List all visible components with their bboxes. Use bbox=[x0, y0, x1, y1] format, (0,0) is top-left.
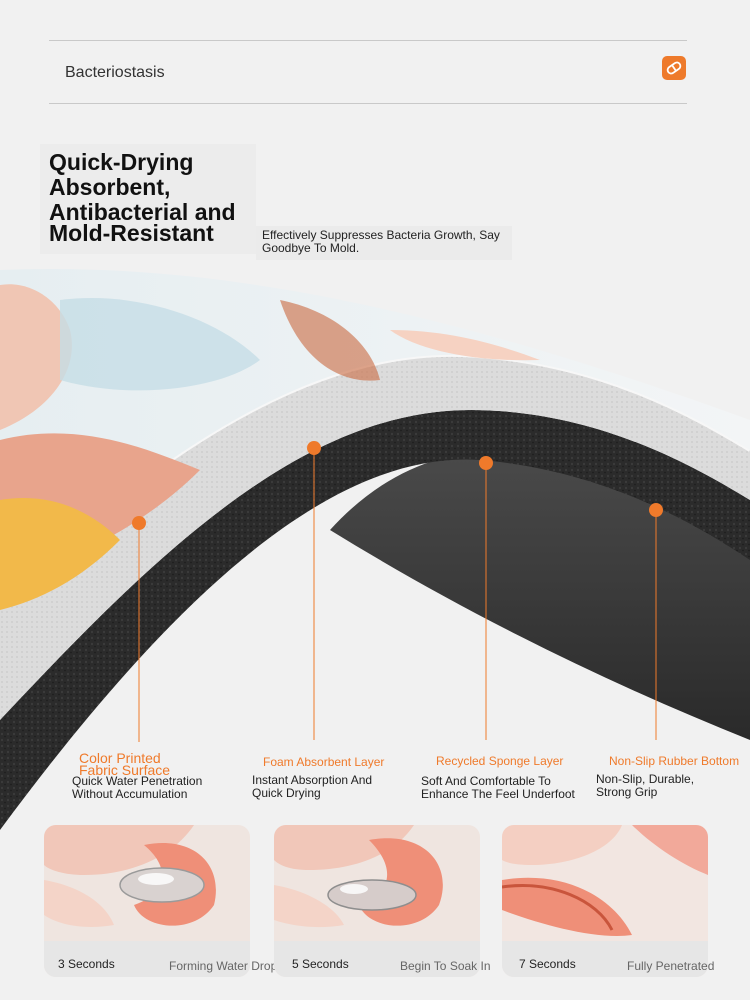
stage-caption: Forming Water Droplets bbox=[169, 959, 296, 973]
stage-time: 3 Seconds bbox=[58, 957, 115, 971]
layer-title-fabric: Color Printed Fabric Surface bbox=[79, 750, 171, 778]
stage-card-soak bbox=[274, 825, 480, 977]
subtitle: Effectively Suppresses Bacteria Growth, … bbox=[262, 228, 500, 255]
pill-capsule-icon bbox=[662, 56, 686, 80]
bottom-divider bbox=[49, 103, 687, 104]
stage-caption: Begin To Soak In bbox=[400, 959, 491, 973]
page-title: Quick-Drying Absorbent, Antibacterial an… bbox=[49, 150, 236, 246]
layer-title-sponge: Recycled Sponge Layer bbox=[436, 754, 564, 768]
layer-title-foam: Foam Absorbent Layer bbox=[263, 755, 385, 769]
layer-desc-rubber: Non-Slip, Durable, Strong Grip bbox=[596, 772, 695, 799]
title-line: Antibacterial and bbox=[49, 199, 236, 225]
headline-backdrop bbox=[40, 144, 256, 254]
layer-desc-fabric: Quick Water Penetration Without Accumula… bbox=[72, 774, 203, 801]
stage-card-droplets bbox=[44, 825, 250, 977]
feature-label: Bacteriostasis bbox=[65, 64, 165, 81]
title-line: Quick-Drying bbox=[49, 149, 194, 175]
stage-card-penetrated bbox=[502, 825, 708, 977]
stage-time: 5 Seconds bbox=[292, 957, 349, 971]
mat-layers-illustration bbox=[0, 268, 750, 830]
title-line: Mold-Resistant bbox=[49, 220, 214, 246]
title-line: Absorbent, bbox=[49, 174, 171, 200]
stage-time: 7 Seconds bbox=[519, 957, 576, 971]
subtext-backdrop bbox=[256, 226, 512, 260]
top-divider bbox=[49, 40, 687, 41]
layer-title-rubber: Non-Slip Rubber Bottom bbox=[609, 754, 740, 768]
stage-caption: Fully Penetrated bbox=[627, 959, 715, 973]
layer-desc-sponge: Soft And Comfortable To Enhance The Feel… bbox=[421, 774, 575, 801]
layer-desc-foam: Instant Absorption And Quick Drying bbox=[252, 773, 373, 800]
